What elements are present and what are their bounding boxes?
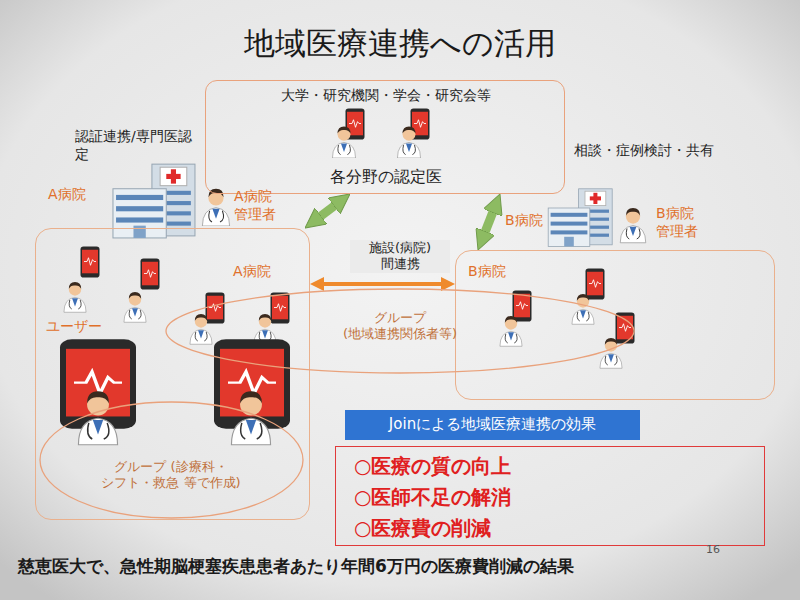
slide-title: 地域医療連携への活用 [0, 24, 800, 63]
doctor-icon [231, 391, 270, 444]
ellipse-outline [40, 402, 303, 518]
hospital-label: A病院 [48, 186, 108, 204]
group-ellipse: グループ (診療科・シフト・救急 等で作成) [39, 401, 304, 519]
admin-label: B病院 管理者 [656, 205, 708, 240]
hospital-building [548, 189, 612, 247]
double-arrow [482, 205, 495, 239]
doctor-icon [572, 294, 594, 324]
doctor-icon [332, 126, 355, 158]
double-arrow [318, 282, 447, 286]
admin-label: A病院 管理者 [234, 188, 286, 223]
hospital-area: B病院 [455, 250, 775, 400]
group-ellipse: グループ (地域連携関係者等) [165, 288, 635, 374]
doctor-icon [500, 316, 522, 346]
institution-box-text: 大学・研究機関・学会・研究会等 [206, 87, 566, 105]
effects-box: ○医療の質の向上 ○医師不足の解消 ○医療費の削減 [335, 446, 765, 546]
phone-icon [616, 312, 635, 343]
phone-icon [271, 292, 290, 323]
doctor-icon [190, 314, 212, 344]
hospital-building [113, 164, 195, 238]
connector-label: 相談・症例検討・共有 [574, 142, 734, 160]
phone-icon [586, 268, 605, 299]
doctor-icon [600, 338, 622, 368]
user-label: ユーザー [46, 318, 116, 336]
doctor-icon [64, 282, 86, 312]
doctor-icon [202, 189, 229, 226]
ellipse-outline [166, 289, 634, 373]
effects-box-text: ○医療費の削減 [354, 516, 654, 541]
effects-header-text: Joinによる地域医療連携の効果 [345, 415, 640, 434]
hospital-area-text: A病院 [233, 263, 285, 281]
connector-label: 施設(病院) 間連携 [350, 240, 450, 273]
phone-icon [206, 292, 225, 323]
effects-box-text: ○医師不足の解消 [354, 485, 654, 510]
institution-box-text: 各分野の認定医 [206, 167, 566, 187]
phone-icon [141, 258, 160, 289]
doctor-icon [620, 208, 646, 243]
institution-box: 大学・研究機関・学会・研究会等各分野の認定医 [205, 80, 565, 194]
group-ellipse-text: グループ (診療科・シフト・救急 等で作成) [96, 459, 246, 492]
doctor-icon [397, 126, 420, 158]
doctor-icon [78, 391, 117, 444]
doctor-icon [124, 292, 146, 322]
hospital-area-text: B病院 [468, 263, 518, 281]
phone-icon [81, 246, 100, 277]
hospital-label: B病院 [505, 212, 550, 230]
effects-box-text: ○医療の質の向上 [354, 454, 654, 479]
group-ellipse-text: グループ (地域連携関係者等) [330, 310, 470, 343]
effects-header: Joinによる地域医療連携の効果 [345, 410, 640, 440]
hospital-area: A病院グループ (診療科・シフト・救急 等で作成) [35, 228, 310, 520]
slide-caption: 慈恵医大で、急性期脳梗塞疾患患者あたり年間6万円の医療費削減の結果 [18, 556, 758, 577]
connector-label: 認証連携/専門医認定 [75, 128, 203, 163]
double-arrow [315, 201, 341, 221]
page-number: 16 [706, 543, 736, 557]
